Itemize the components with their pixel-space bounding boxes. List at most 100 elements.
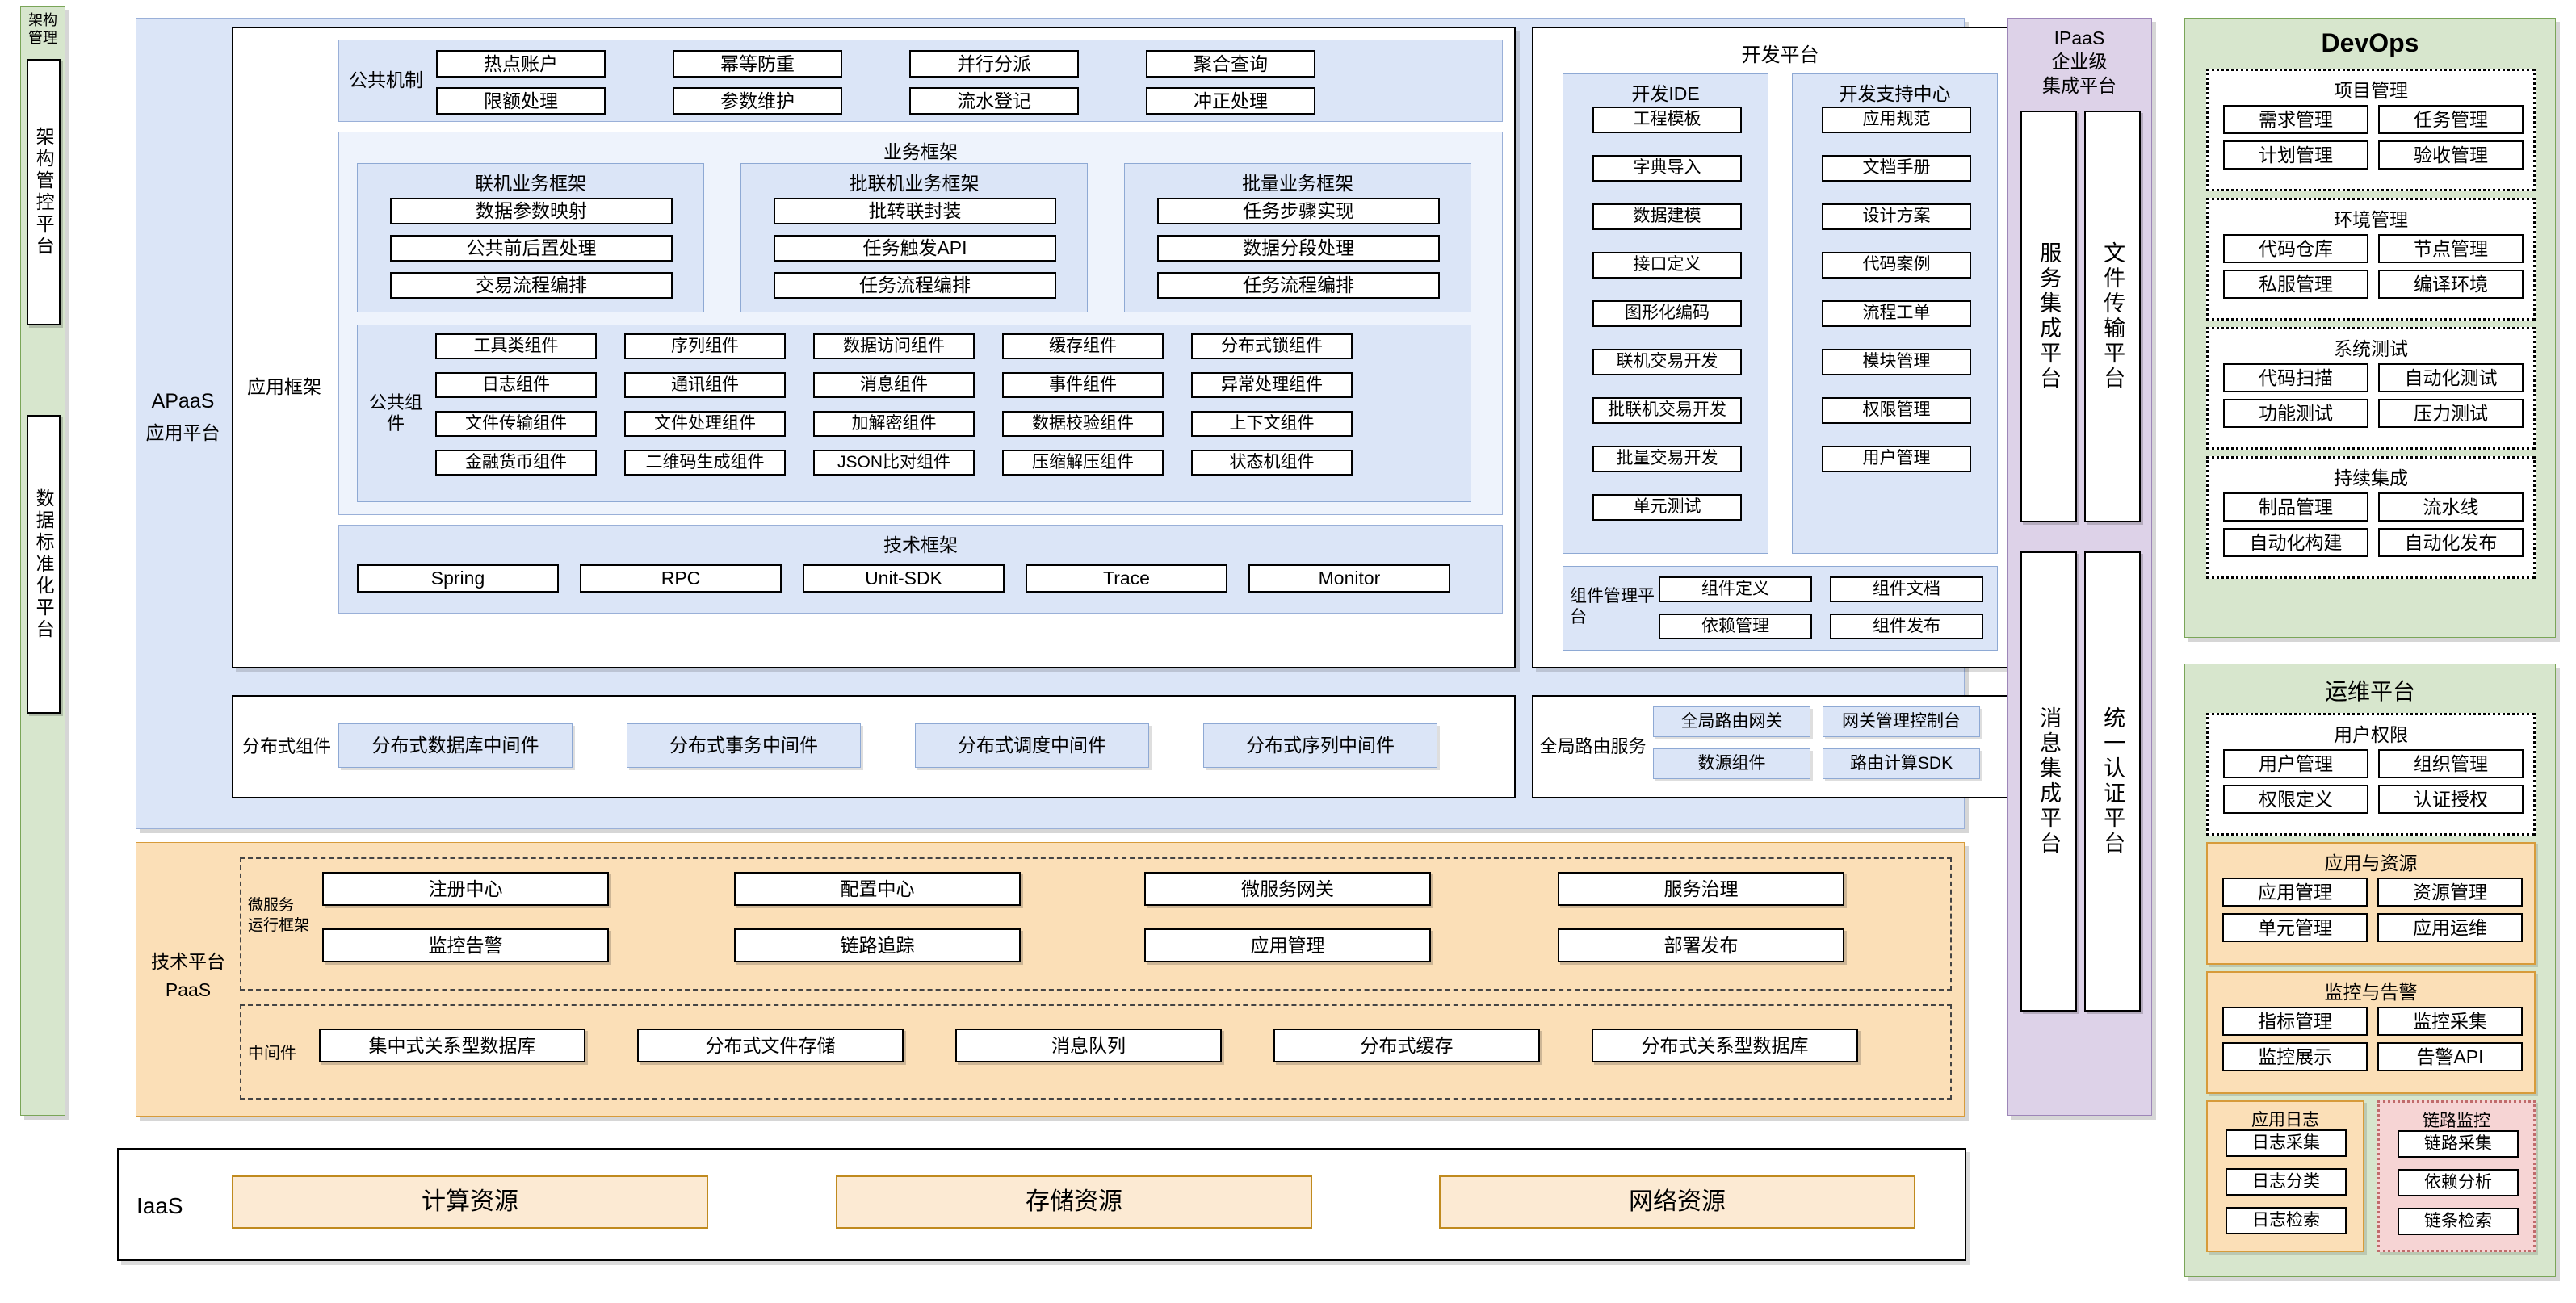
dev-support-item[interactable]: 设计方案 (1822, 203, 1971, 230)
ops-trace-item[interactable]: 链条检索 (2398, 1208, 2519, 1235)
devops-item[interactable]: 代码仓库 (2223, 234, 2368, 263)
component-platform-item[interactable]: 组件发布 (1830, 614, 1983, 639)
microservice-item[interactable]: 监控告警 (322, 928, 609, 962)
public-mechanism-item[interactable]: 热点账户 (436, 50, 606, 78)
middleware-item[interactable]: 集中式关系型数据库 (319, 1029, 585, 1062)
devops-item[interactable]: 自动化构建 (2223, 528, 2368, 557)
global-routing-item[interactable]: 网关管理控制台 (1823, 706, 1980, 737)
ops-item[interactable]: 监控采集 (2377, 1007, 2523, 1036)
global-routing-item[interactable]: 数源组件 (1653, 748, 1810, 779)
dev-ide-item[interactable]: 工程模板 (1592, 107, 1742, 133)
tech-framework-item[interactable]: Monitor (1248, 564, 1450, 593)
public-component-item[interactable]: 缓存组件 (1002, 333, 1164, 359)
dev-support-item[interactable]: 用户管理 (1822, 446, 1971, 472)
devops-item[interactable]: 验收管理 (2378, 140, 2524, 170)
public-mechanism-item[interactable]: 冲正处理 (1146, 87, 1315, 115)
devops-item[interactable]: 任务管理 (2378, 105, 2524, 134)
iaas-resource-item[interactable]: 网络资源 (1439, 1175, 1915, 1229)
sidebar-item-data-standardization-platform[interactable]: 数据标准化平台 (27, 415, 61, 714)
public-component-item[interactable]: 通讯组件 (624, 372, 786, 398)
business-framework-item[interactable]: 任务流程编排 (774, 272, 1056, 299)
distributed-component-item[interactable]: 分布式调度中间件 (915, 723, 1149, 768)
business-framework-item[interactable]: 数据参数映射 (390, 198, 673, 224)
devops-item[interactable]: 压力测试 (2378, 399, 2524, 428)
dev-support-item[interactable]: 权限管理 (1822, 397, 1971, 424)
public-component-item[interactable]: 金融货币组件 (435, 450, 597, 476)
devops-item[interactable]: 需求管理 (2223, 105, 2368, 134)
microservice-item[interactable]: 链路追踪 (734, 928, 1021, 962)
dev-support-item[interactable]: 流程工单 (1822, 300, 1971, 327)
ipaas-item-service-integration[interactable]: 服务集成平台 (2020, 111, 2077, 522)
ipaas-item-message-integration[interactable]: 消息集成平台 (2020, 551, 2077, 1012)
dev-support-item[interactable]: 代码案例 (1822, 252, 1971, 279)
public-mechanism-item[interactable]: 幂等防重 (673, 50, 842, 78)
sidebar-item-architecture-control-platform[interactable]: 架构管控平台 (27, 59, 61, 325)
devops-item[interactable]: 自动化测试 (2378, 363, 2524, 392)
component-platform-item[interactable]: 组件文档 (1830, 576, 1983, 602)
ops-item[interactable]: 监控展示 (2222, 1042, 2368, 1071)
public-component-item[interactable]: 文件传输组件 (435, 411, 597, 437)
ops-item[interactable]: 告警API (2377, 1042, 2523, 1071)
ops-log-item[interactable]: 日志检索 (2226, 1207, 2347, 1234)
business-framework-item[interactable]: 公共前后置处理 (390, 235, 673, 262)
iaas-resource-item[interactable]: 计算资源 (232, 1175, 708, 1229)
middleware-item[interactable]: 分布式缓存 (1273, 1029, 1540, 1062)
business-framework-item[interactable]: 交易流程编排 (390, 272, 673, 299)
microservice-item[interactable]: 微服务网关 (1144, 872, 1431, 906)
public-mechanism-item[interactable]: 参数维护 (673, 87, 842, 115)
devops-item[interactable]: 计划管理 (2223, 140, 2368, 170)
dev-ide-item[interactable]: 图形化编码 (1592, 300, 1742, 327)
public-component-item[interactable]: 上下文组件 (1191, 411, 1353, 437)
devops-item[interactable]: 编译环境 (2378, 270, 2524, 299)
business-framework-item[interactable]: 任务流程编排 (1157, 272, 1440, 299)
dev-ide-item[interactable]: 联机交易开发 (1592, 349, 1742, 375)
ops-item[interactable]: 应用管理 (2222, 878, 2368, 907)
distributed-component-item[interactable]: 分布式序列中间件 (1203, 723, 1437, 768)
public-component-item[interactable]: 状态机组件 (1191, 450, 1353, 476)
business-framework-item[interactable]: 任务触发API (774, 235, 1056, 262)
dev-support-item[interactable]: 文档手册 (1822, 155, 1971, 182)
ops-item[interactable]: 资源管理 (2377, 878, 2523, 907)
public-component-item[interactable]: 数据校验组件 (1002, 411, 1164, 437)
dev-ide-item[interactable]: 批量交易开发 (1592, 446, 1742, 472)
iaas-resource-item[interactable]: 存储资源 (836, 1175, 1312, 1229)
tech-framework-item[interactable]: Unit-SDK (803, 564, 1005, 593)
ops-item[interactable]: 权限定义 (2223, 785, 2368, 814)
distributed-component-item[interactable]: 分布式数据库中间件 (338, 723, 573, 768)
middleware-item[interactable]: 分布式文件存储 (637, 1029, 904, 1062)
public-component-item[interactable]: 日志组件 (435, 372, 597, 398)
component-platform-item[interactable]: 组件定义 (1659, 576, 1812, 602)
public-component-item[interactable]: 文件处理组件 (624, 411, 786, 437)
ops-item[interactable]: 组织管理 (2378, 749, 2524, 778)
distributed-component-item[interactable]: 分布式事务中间件 (627, 723, 861, 768)
ops-item[interactable]: 用户管理 (2223, 749, 2368, 778)
devops-item[interactable]: 节点管理 (2378, 234, 2524, 263)
microservice-item[interactable]: 配置中心 (734, 872, 1021, 906)
public-component-item[interactable]: 数据访问组件 (813, 333, 975, 359)
public-mechanism-item[interactable]: 聚合查询 (1146, 50, 1315, 78)
ops-trace-item[interactable]: 依赖分析 (2398, 1169, 2519, 1196)
devops-item[interactable]: 自动化发布 (2378, 528, 2524, 557)
devops-item[interactable]: 代码扫描 (2223, 363, 2368, 392)
ops-item[interactable]: 单元管理 (2222, 913, 2368, 942)
devops-item[interactable]: 功能测试 (2223, 399, 2368, 428)
business-framework-item[interactable]: 任务步骤实现 (1157, 198, 1440, 224)
tech-framework-item[interactable]: Trace (1026, 564, 1227, 593)
dev-support-item[interactable]: 应用规范 (1822, 107, 1971, 133)
public-mechanism-item[interactable]: 并行分派 (909, 50, 1079, 78)
dev-ide-item[interactable]: 数据建模 (1592, 203, 1742, 230)
public-mechanism-item[interactable]: 流水登记 (909, 87, 1079, 115)
public-component-item[interactable]: 工具类组件 (435, 333, 597, 359)
public-component-item[interactable]: 分布式锁组件 (1191, 333, 1353, 359)
dev-ide-item[interactable]: 单元测试 (1592, 494, 1742, 521)
ops-item[interactable]: 应用运维 (2377, 913, 2523, 942)
ops-log-item[interactable]: 日志分类 (2226, 1168, 2347, 1196)
business-framework-item[interactable]: 批转联封装 (774, 198, 1056, 224)
middleware-item[interactable]: 分布式关系型数据库 (1592, 1029, 1858, 1062)
dev-support-item[interactable]: 模块管理 (1822, 349, 1971, 375)
ops-log-item[interactable]: 日志采集 (2226, 1129, 2347, 1157)
devops-item[interactable]: 私服管理 (2223, 270, 2368, 299)
public-mechanism-item[interactable]: 限额处理 (436, 87, 606, 115)
global-routing-item[interactable]: 路由计算SDK (1823, 748, 1980, 779)
public-component-item[interactable]: 压缩解压组件 (1002, 450, 1164, 476)
